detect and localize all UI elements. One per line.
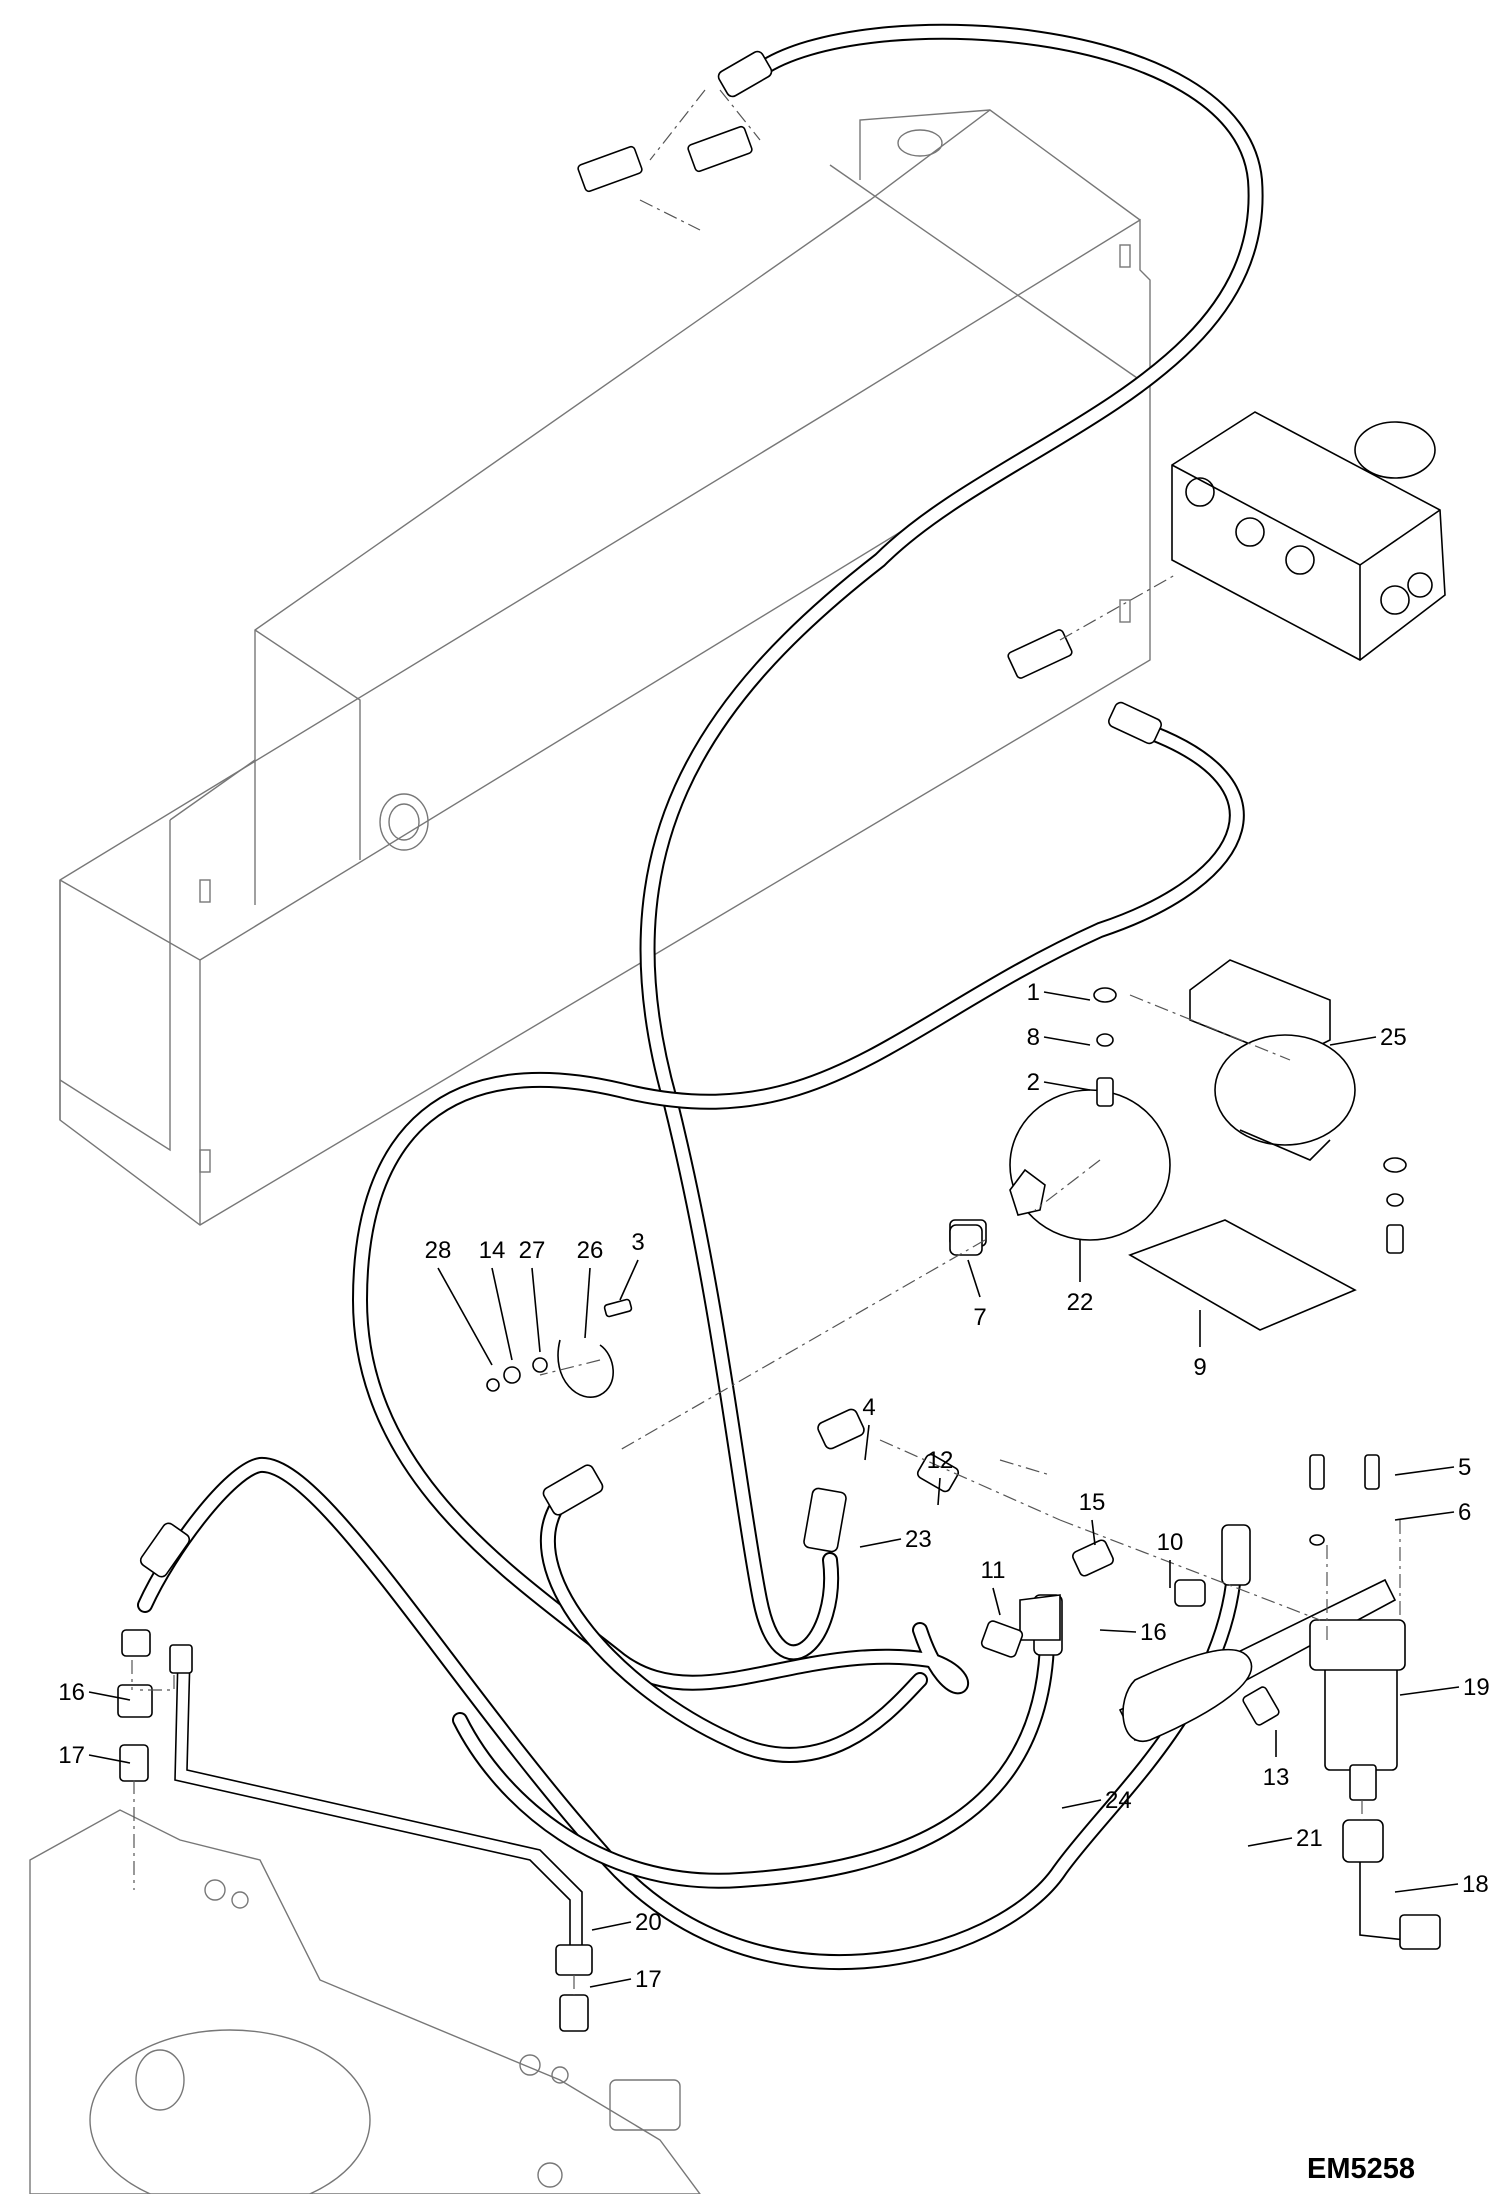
drawing-code: EM5258	[1307, 2153, 1415, 2185]
decal	[1128, 1219, 1357, 1331]
hand-pump	[1118, 1454, 1406, 1801]
callout-12: 12	[927, 1447, 954, 1474]
left-fittings	[117, 1629, 593, 2032]
callout-16: 16	[1140, 1619, 1167, 1646]
callout-19: 19	[1463, 1674, 1490, 1701]
hose-fittings	[139, 50, 1251, 1656]
callout-leader	[584, 1267, 591, 1339]
adapters-center	[817, 1224, 1280, 1726]
callout-18: 18	[1462, 1871, 1489, 1898]
callout-leader	[859, 1538, 902, 1548]
callout-10: 10	[1157, 1529, 1184, 1556]
callout-leader	[1043, 991, 1091, 1001]
callout-leader	[992, 1587, 1001, 1616]
callout-3: 3	[631, 1229, 644, 1256]
callout-17: 17	[635, 1966, 662, 1993]
callout-leader	[531, 1267, 541, 1353]
callout-22: 22	[1067, 1289, 1094, 1316]
valve-block	[1171, 411, 1446, 661]
callout-9: 9	[1193, 1354, 1206, 1381]
callout-17: 17	[58, 1742, 85, 1769]
accumulator	[949, 1089, 1171, 1247]
callout-2: 2	[1027, 1069, 1040, 1096]
callout-leader	[437, 1267, 493, 1366]
callout-25: 25	[1380, 1024, 1407, 1051]
callout-leader	[591, 1921, 632, 1931]
callout-leader	[1043, 1081, 1091, 1091]
callout-4: 4	[862, 1394, 875, 1421]
callout-26: 26	[577, 1237, 604, 1264]
callout-6: 6	[1458, 1499, 1471, 1526]
clamp-set	[486, 1298, 633, 1398]
callout-leader	[1394, 1511, 1455, 1521]
hose-lines	[137, 23, 1264, 1970]
callout-16: 16	[58, 1679, 85, 1706]
callout-leader	[937, 1477, 941, 1506]
callout-11: 11	[981, 1557, 1006, 1584]
accumulator-bracket	[1189, 959, 1356, 1161]
washers-screws-right	[1093, 987, 1407, 1254]
callout-leader	[1061, 1799, 1102, 1809]
callout-leader	[1091, 1519, 1096, 1546]
callout-21: 21	[1296, 1825, 1323, 1852]
callout-leader	[1399, 1686, 1460, 1696]
callout-24: 24	[1105, 1787, 1132, 1814]
callout-8: 8	[1027, 1024, 1040, 1051]
callout-7: 7	[973, 1304, 986, 1331]
callout-leader	[1394, 1466, 1455, 1476]
callout-23: 23	[905, 1526, 932, 1553]
callout-leader	[88, 1754, 131, 1764]
callout-28: 28	[425, 1237, 452, 1264]
callout-1: 1	[1027, 979, 1040, 1006]
callout-leader	[88, 1691, 131, 1701]
tee-fittings-top	[577, 89, 1176, 679]
pump-motor	[29, 1809, 702, 2199]
callout-5: 5	[1458, 1454, 1471, 1481]
callout-leader	[1043, 1036, 1091, 1046]
callout-leader	[1099, 1629, 1137, 1633]
callout-leader	[1394, 1883, 1459, 1893]
callout-27: 27	[519, 1237, 546, 1264]
callout-leader	[491, 1267, 513, 1361]
callout-leader	[619, 1259, 639, 1301]
chassis-frame	[59, 109, 1151, 1226]
callout-leader	[864, 1424, 870, 1461]
sensor-connector	[1342, 1819, 1441, 1950]
callout-leader	[589, 1978, 632, 1988]
assembly-lines	[131, 994, 1401, 1995]
callout-14: 14	[479, 1237, 506, 1264]
callout-20: 20	[635, 1909, 662, 1936]
callout-leader	[1329, 1036, 1377, 1046]
callout-15: 15	[1079, 1489, 1106, 1516]
callout-leader	[967, 1259, 981, 1298]
callout-13: 13	[1263, 1764, 1290, 1791]
callout-leader	[1247, 1837, 1293, 1847]
